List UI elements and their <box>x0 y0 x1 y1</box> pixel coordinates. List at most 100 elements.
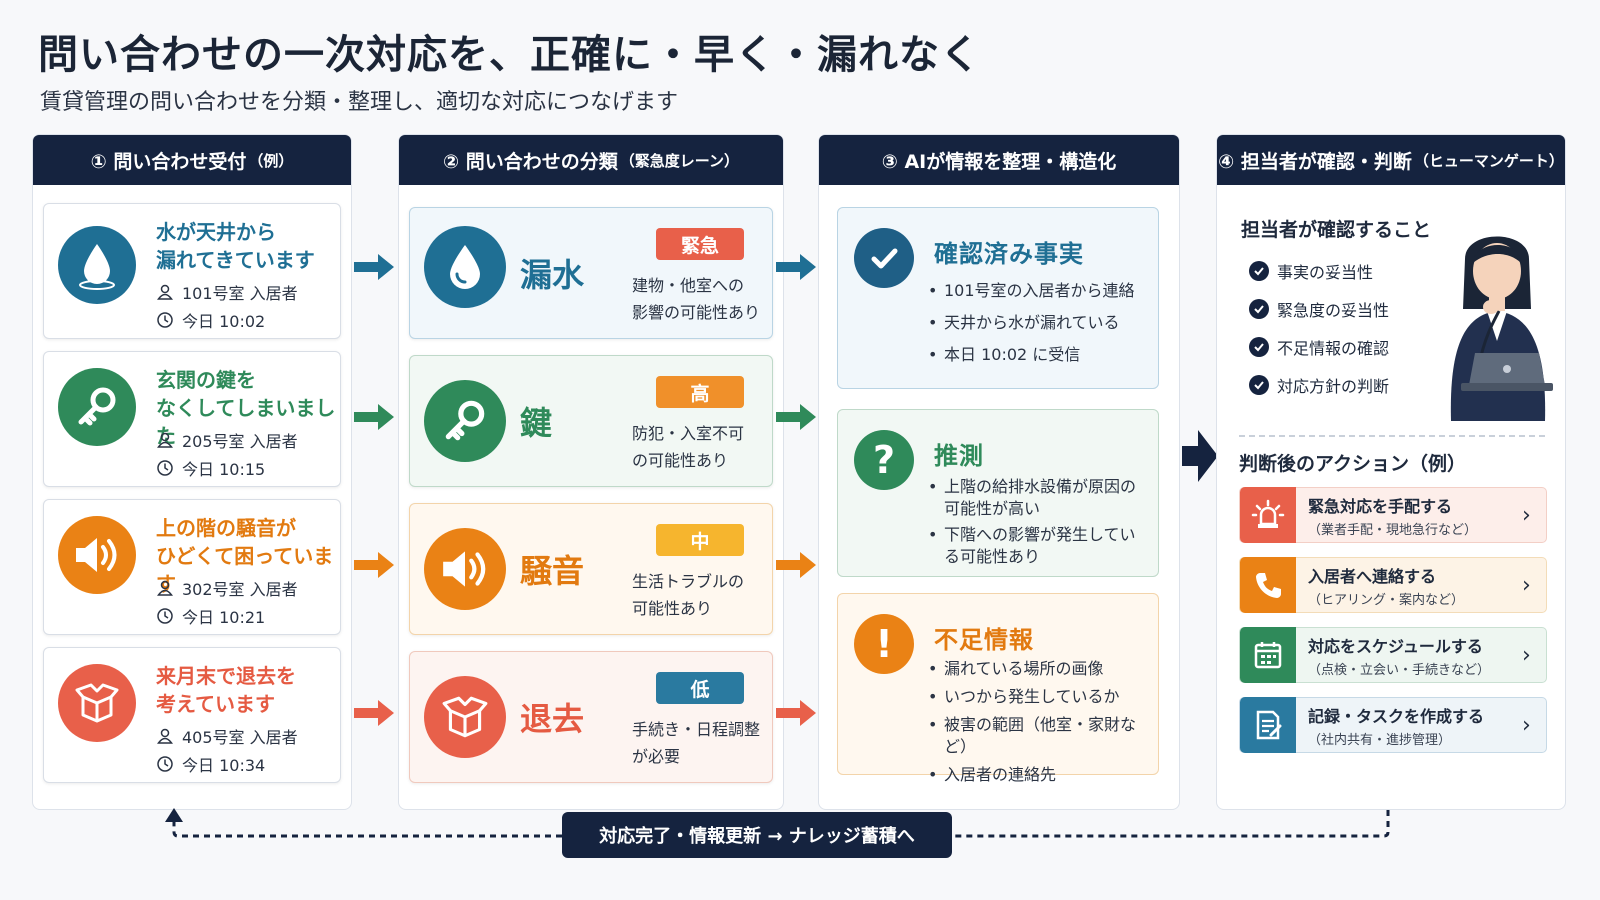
ai-missing-card[interactable]: ! 不足情報 漏れている場所の画像 いつから発生しているか 被害の範囲（他室・家… <box>837 593 1159 786</box>
exclamation-icon: ! <box>854 614 914 674</box>
arrow-right-icon <box>776 700 816 726</box>
ai-missing-list: 漏れている場所の画像 いつから発生しているか 被害の範囲（他室・家財など） 入居… <box>928 658 1158 786</box>
arrow-right-icon <box>776 552 816 578</box>
check-icon <box>1249 375 1269 395</box>
person-icon <box>157 728 173 744</box>
urgency-badge: 中 <box>656 524 744 556</box>
action-sublabel: （点検・立会い・手続きなど） <box>1308 662 1491 678</box>
key-icon <box>424 380 506 462</box>
question-icon: ? <box>854 430 914 490</box>
action-record-task-button[interactable]: 記録・タスクを作成する （社内共有・進捗管理） › <box>1239 697 1547 753</box>
arrow-right-icon <box>776 404 816 430</box>
check-icon <box>1249 261 1269 281</box>
water-drop-icon <box>424 226 506 308</box>
action-schedule-button[interactable]: 対応をスケジュールする （点検・立会い・手続きなど） › <box>1239 627 1547 683</box>
lane-description: 建物・他室への影響の可能性あり <box>632 276 761 322</box>
inquiry-card-noise[interactable]: 上の階の騒音がひどくて困っています 302号室 入居者 今日 10:21 <box>43 499 341 635</box>
inquiry-room: 205号室 入居者 <box>156 428 298 452</box>
column-header: ④ 担当者が確認・判断（ヒューマンゲート） <box>1217 135 1565 185</box>
inquiry-card-moveout[interactable]: 来月末で退去を考えています 405号室 入居者 今日 10:34 <box>43 647 341 783</box>
check-item: 不足情報の確認 <box>1249 335 1389 359</box>
chevron-right-icon: › <box>1522 642 1531 668</box>
person-icon <box>157 284 173 300</box>
document-icon <box>1240 697 1296 753</box>
check-item: 緊急度の妥当性 <box>1249 297 1389 321</box>
action-sublabel: （社内共有・進捗管理） <box>1308 732 1452 748</box>
ai-guess-card[interactable]: ? 推測 上階の給排水設備が原因の可能性が高い 下階への影響が発生している可能性… <box>837 409 1159 577</box>
clock-icon <box>157 460 173 476</box>
action-label: 対応をスケジュールする <box>1308 636 1483 656</box>
urgency-badge: 低 <box>656 672 744 704</box>
inquiry-time: 今日 10:34 <box>156 752 265 776</box>
action-sublabel: （業者手配・現地急行など） <box>1308 522 1478 538</box>
page-title: 問い合わせの一次対応を、正確に・早く・漏れなく <box>38 32 981 78</box>
chevron-right-icon: › <box>1522 502 1531 528</box>
column-header: ② 問い合わせの分類（緊急度レーン） <box>399 135 783 185</box>
check-icon <box>1249 299 1269 319</box>
column-classification: ② 問い合わせの分類（緊急度レーン） 漏水 緊急 建物・他室への影響の可能性あり… <box>398 134 784 810</box>
key-icon <box>58 368 136 446</box>
clock-icon <box>157 608 173 624</box>
arrow-right-icon <box>354 254 394 280</box>
column-header: ③ AIが情報を整理・構造化 <box>819 135 1179 185</box>
lane-description: 生活トラブルの可能性あり <box>632 572 745 618</box>
arrow-right-icon <box>776 254 816 280</box>
lane-description: 手続き・日程調整が必要 <box>632 720 761 766</box>
inquiry-time: 今日 10:02 <box>156 308 265 332</box>
action-heading: 判断後のアクション（例） <box>1239 453 1467 475</box>
arrow-right-icon <box>354 404 394 430</box>
feedback-loop-arrow <box>165 808 1390 838</box>
column-ai-structuring: ③ AIが情報を整理・構造化 確認済み事実 101号室の入居者から連絡 天井から… <box>818 134 1180 810</box>
lane-label: 騒音 <box>520 552 585 590</box>
ai-missing-title: 不足情報 <box>934 626 1034 654</box>
check-heading: 担当者が確認すること <box>1241 219 1432 241</box>
inquiry-room: 302号室 入居者 <box>156 576 298 600</box>
feedback-loop-label: 対応完了・情報更新 → ナレッジ蓄積へ <box>562 812 952 858</box>
divider <box>1239 435 1545 437</box>
inquiry-title: 玄関の鍵をなくしてしまいました <box>156 368 336 448</box>
inquiry-time: 今日 10:21 <box>156 604 265 628</box>
action-label: 記録・タスクを作成する <box>1308 706 1485 726</box>
inquiry-room: 101号室 入居者 <box>156 280 298 304</box>
inquiry-card-key[interactable]: 玄関の鍵をなくしてしまいました 205号室 入居者 今日 10:15 <box>43 351 341 487</box>
ai-guess-title: 推測 <box>934 442 984 470</box>
lane-key[interactable]: 鍵 高 防犯・入室不可の可能性あり <box>409 355 773 487</box>
inquiry-title: 上の階の騒音がひどくて困っています <box>156 516 334 596</box>
column-intake: ① 問い合わせ受付（例） 水が天井から漏れてきています 101号室 入居者 今日… <box>32 134 352 810</box>
action-emergency-button[interactable]: 緊急対応を手配する（業者手配・現地急行など） › <box>1239 487 1547 543</box>
column-human-review: ④ 担当者が確認・判断（ヒューマンゲート） 担当者が確認すること 事実の妥当性 … <box>1216 134 1566 810</box>
lane-water[interactable]: 漏水 緊急 建物・他室への影響の可能性あり <box>409 207 773 339</box>
lane-label: 鍵 <box>520 404 553 442</box>
lane-description: 防犯・入室不可の可能性あり <box>632 424 745 470</box>
inquiry-title: 来月末で退去を考えています <box>156 664 296 716</box>
speaker-icon <box>424 528 506 610</box>
phone-icon <box>1240 557 1296 613</box>
ai-facts-card[interactable]: 確認済み事実 101号室の入居者から連絡 天井から水が漏れている 本日 10:0… <box>837 207 1159 389</box>
alarm-bell-icon <box>1240 487 1296 543</box>
action-sublabel: （ヒアリング・案内など） <box>1308 592 1465 608</box>
chevron-right-icon: › <box>1522 712 1531 738</box>
lane-label: 退去 <box>520 700 585 738</box>
action-contact-resident-button[interactable]: 入居者へ連絡する （ヒアリング・案内など） › <box>1239 557 1547 613</box>
checkmark-icon <box>854 228 914 288</box>
lane-noise[interactable]: 騒音 中 生活トラブルの可能性あり <box>409 503 773 635</box>
inquiry-time: 今日 10:15 <box>156 456 265 480</box>
page-subtitle: 賃貸管理の問い合わせを分類・整理し、適切な対応につなげます <box>40 90 679 115</box>
clock-icon <box>157 756 173 772</box>
chevron-right-icon: › <box>1522 572 1531 598</box>
person-icon <box>157 432 173 448</box>
ai-guess-list: 上階の給排水設備が原因の可能性が高い 下階への影響が発生している可能性あり <box>928 476 1138 568</box>
calendar-icon <box>1240 627 1296 683</box>
box-icon <box>424 676 506 758</box>
arrow-right-icon <box>354 552 394 578</box>
urgency-badge: 高 <box>656 376 744 408</box>
lane-moveout[interactable]: 退去 低 手続き・日程調整が必要 <box>409 651 773 783</box>
column-header: ① 問い合わせ受付（例） <box>33 135 351 185</box>
person-icon <box>157 580 173 596</box>
check-item: 事実の妥当性 <box>1249 259 1373 283</box>
urgency-badge: 緊急 <box>656 228 744 260</box>
action-label: 入居者へ連絡する <box>1308 566 1437 586</box>
speaker-icon <box>58 516 136 594</box>
lane-label: 漏水 <box>520 256 585 294</box>
inquiry-card-water[interactable]: 水が天井から漏れてきています 101号室 入居者 今日 10:02 <box>43 203 341 339</box>
